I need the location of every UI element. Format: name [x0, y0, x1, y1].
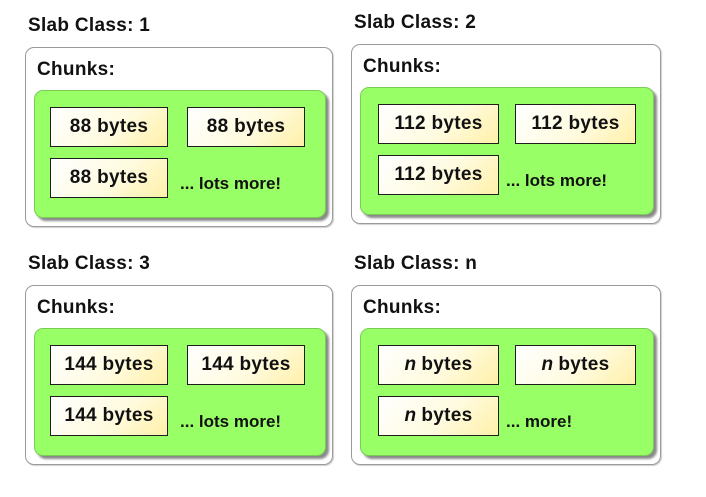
- slab-title: Slab Class: 2: [354, 12, 477, 33]
- chunk-area: 88 bytes 88 bytes 88 bytes ... lots more…: [34, 90, 326, 218]
- chunk-box: 144 bytes: [50, 396, 168, 436]
- slab-title: Slab Class: 3: [28, 253, 151, 274]
- chunk-box: 144 bytes: [50, 345, 168, 385]
- chunks-label: Chunks:: [37, 59, 116, 80]
- chunk-box: 112 bytes: [378, 104, 499, 144]
- chunk-box: 88 bytes: [50, 107, 168, 147]
- slab-panel: Chunks: 144 bytes 144 bytes 144 bytes ..…: [25, 285, 333, 465]
- more-chunks-note: ... lots more!: [180, 174, 282, 193]
- chunk-size-variable: n: [541, 354, 554, 375]
- chunk-size-variable: n: [404, 354, 417, 375]
- chunk-area: 144 bytes 144 bytes 144 bytes ... lots m…: [34, 328, 326, 456]
- chunks-label: Chunks:: [37, 297, 116, 318]
- chunk-box: 144 bytes: [187, 345, 305, 385]
- chunk-box: 88 bytes: [187, 107, 305, 147]
- chunk-box: 112 bytes: [515, 104, 636, 144]
- chunk-box: 88 bytes: [50, 158, 168, 198]
- slab-panel: Chunks: 88 bytes 88 bytes 88 bytes ... l…: [25, 47, 333, 227]
- slab-title: Slab Class: 1: [28, 15, 151, 36]
- more-chunks-note: ... more!: [506, 412, 573, 431]
- chunk-size-unit: bytes: [421, 354, 473, 375]
- more-chunks-note: ... lots more!: [506, 171, 608, 190]
- chunk-area: 112 bytes 112 bytes 112 bytes ... lots m…: [360, 87, 654, 215]
- chunks-label: Chunks:: [363, 56, 442, 77]
- chunks-label: Chunks:: [363, 297, 442, 318]
- chunk-size-unit: bytes: [558, 354, 610, 375]
- more-chunks-note: ... lots more!: [180, 412, 282, 431]
- slab-panel: Chunks: 112 bytes 112 bytes 112 bytes ..…: [351, 44, 661, 224]
- slab-title: Slab Class: n: [354, 253, 478, 274]
- chunk-size-variable: n: [404, 405, 417, 426]
- chunk-size-unit: bytes: [421, 405, 473, 426]
- chunk-box: 112 bytes: [378, 155, 499, 195]
